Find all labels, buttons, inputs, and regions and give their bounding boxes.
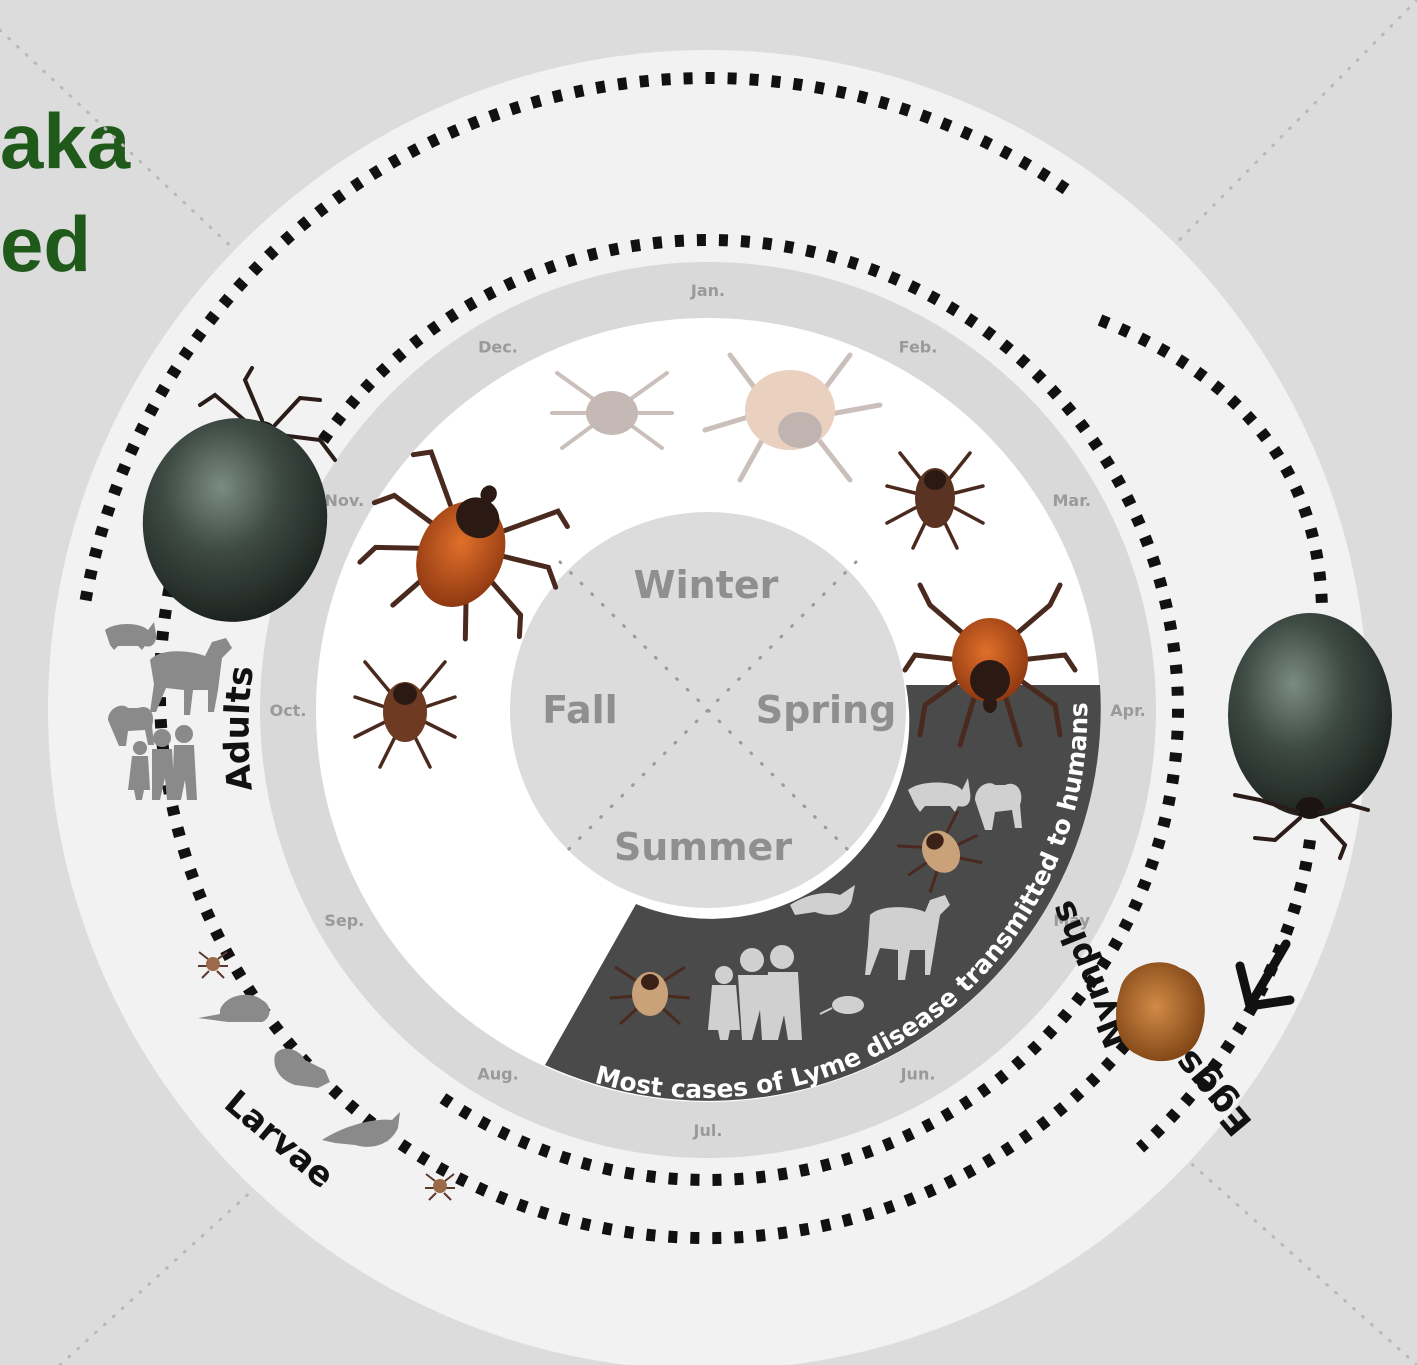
season-winter: Winter: [634, 563, 779, 607]
month-label: Dec.: [478, 337, 518, 356]
stage-adults: Adults: [217, 663, 262, 793]
month-label: Sep.: [324, 911, 364, 930]
month-label: Feb.: [899, 337, 938, 356]
month-label: Jul.: [693, 1121, 723, 1140]
month-label: Nov.: [325, 491, 365, 510]
month-label: Mar.: [1052, 491, 1090, 510]
season-fall: Fall: [542, 688, 617, 732]
month-label: Apr.: [1110, 701, 1146, 720]
season-spring: Spring: [756, 688, 897, 732]
month-label: Jan.: [690, 281, 725, 300]
season-summer: Summer: [614, 825, 792, 869]
month-label: Oct.: [270, 701, 307, 720]
month-label: Jun.: [900, 1065, 936, 1084]
stage-adults-label: Adults: [217, 663, 262, 793]
eggs-cluster-icon: [1116, 962, 1205, 1061]
month-label: Aug.: [477, 1065, 518, 1084]
